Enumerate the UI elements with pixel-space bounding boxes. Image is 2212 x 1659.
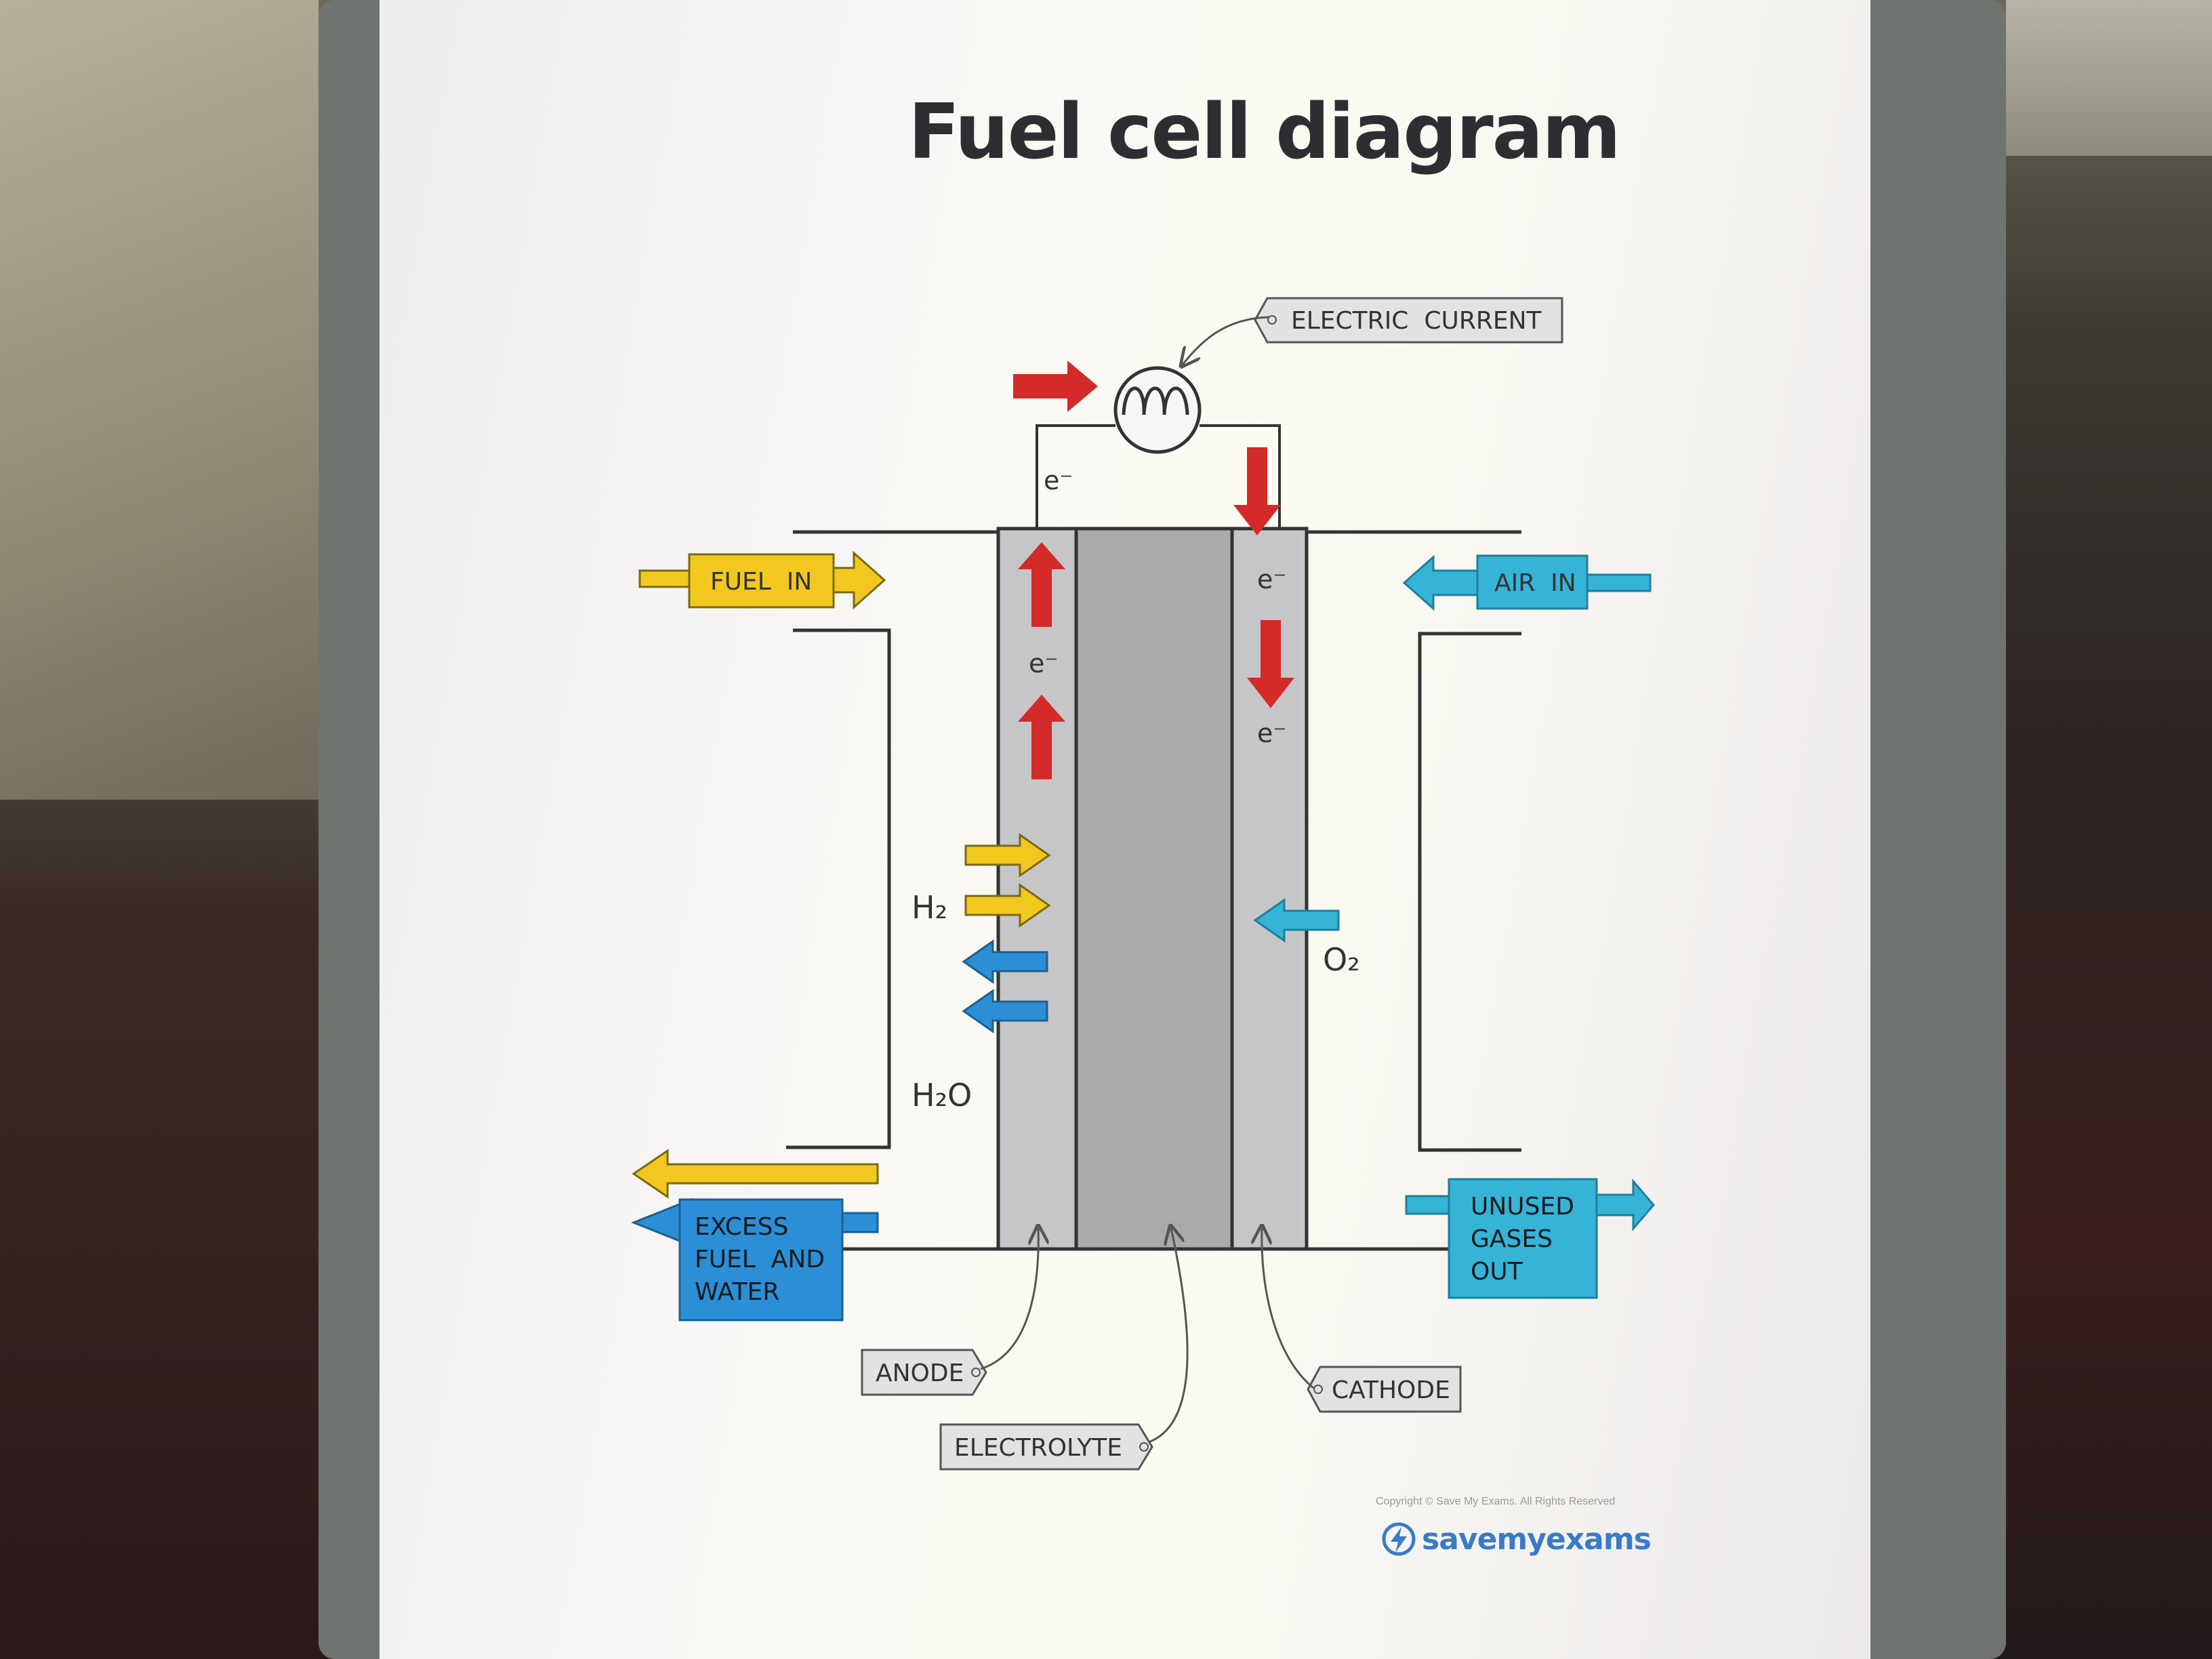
fuel-in-group: FUEL IN [638,550,886,610]
water-arrow-1 [962,939,1048,984]
fuel-in-box [688,553,835,609]
electron-arrow-down-mid [1247,620,1294,708]
background-paper [0,0,319,800]
electron-arrow-down-top [1233,447,1281,535]
electron-arrows [1013,361,1294,779]
air-in-label: AIR IN [1494,569,1576,597]
electron-label-anode: e⁻ [1029,649,1058,678]
excess-label-line2: FUEL AND [695,1246,825,1273]
electrolyte-plate [1074,527,1234,1251]
electron-arrow-up-1 [1018,542,1065,627]
unused-label-line3: OUT [1471,1258,1523,1286]
unused-label-line2: GASES [1471,1225,1553,1253]
cathode-plate [1230,527,1309,1251]
electrolyte-label: ELECTROLYTE [954,1434,1122,1462]
external-circuit [1036,424,1281,529]
water-arrows [962,939,1048,1033]
page-title: Fuel cell diagram [908,88,1621,176]
unused-gases-box [1448,1178,1598,1299]
electron-arrow-up-2 [1018,695,1065,779]
oxygen-label: O₂ [1323,941,1360,978]
electric-current-label: ELECTRIC CURRENT [1291,307,1542,335]
background-wall [2006,0,2212,156]
air-in-box [1476,554,1589,610]
copyright-text: Copyright © Save My Exams. All Rights Re… [1376,1496,1616,1507]
brand-name: savemyexams [1422,1521,1652,1557]
hydrogen-arrow-2 [964,883,1051,928]
unused-gases-group: UNUSED GASES OUT [1405,1178,1655,1299]
cathode-tag: CATHODE [1262,1228,1462,1413]
electron-label-cathode-bottom: e⁻ [1257,718,1286,748]
excess-fuel-water-group: EXCESS FUEL AND WATER [630,1149,879,1322]
electron-label-circuit: e⁻ [1044,466,1073,495]
electron-arrow-right [1013,361,1098,412]
oxygen-arrow [1253,898,1340,943]
hydrogen-arrows [964,833,1051,928]
fuel-cell-diagram: e⁻ e⁻ e⁻ e⁻ H₂ H₂O O₂ FUEL IN [630,297,1655,1471]
hydrogen-label: H₂ [912,889,947,926]
air-in-group: AIR IN [1402,554,1652,611]
lightning-icon [1382,1522,1416,1556]
electron-label-cathode-top: e⁻ [1257,565,1286,594]
electrolyte-tag: ELECTROLYTE [939,1228,1189,1471]
tablet-screen: Fuel cell diagram [380,0,1870,1659]
excess-fuel-water-box [678,1198,844,1322]
unused-label-line1: UNUSED [1471,1193,1574,1221]
anode-tag: ANODE [861,1228,1038,1396]
anode-plate [996,527,1078,1251]
excess-label-line3: WATER [695,1278,779,1306]
brand-logo: savemyexams [1381,1521,1652,1557]
cathode-label: CATHODE [1332,1376,1450,1404]
anode-label: ANODE [876,1359,964,1387]
bulb-icon [1113,366,1202,454]
water-label: H₂O [912,1077,972,1113]
electric-current-tag: ELECTRIC CURRENT [1183,297,1563,365]
fuel-in-label: FUEL IN [710,568,812,596]
hydrogen-arrow-1 [964,833,1051,878]
water-arrow-2 [962,989,1048,1033]
excess-label-line1: EXCESS [695,1213,788,1241]
